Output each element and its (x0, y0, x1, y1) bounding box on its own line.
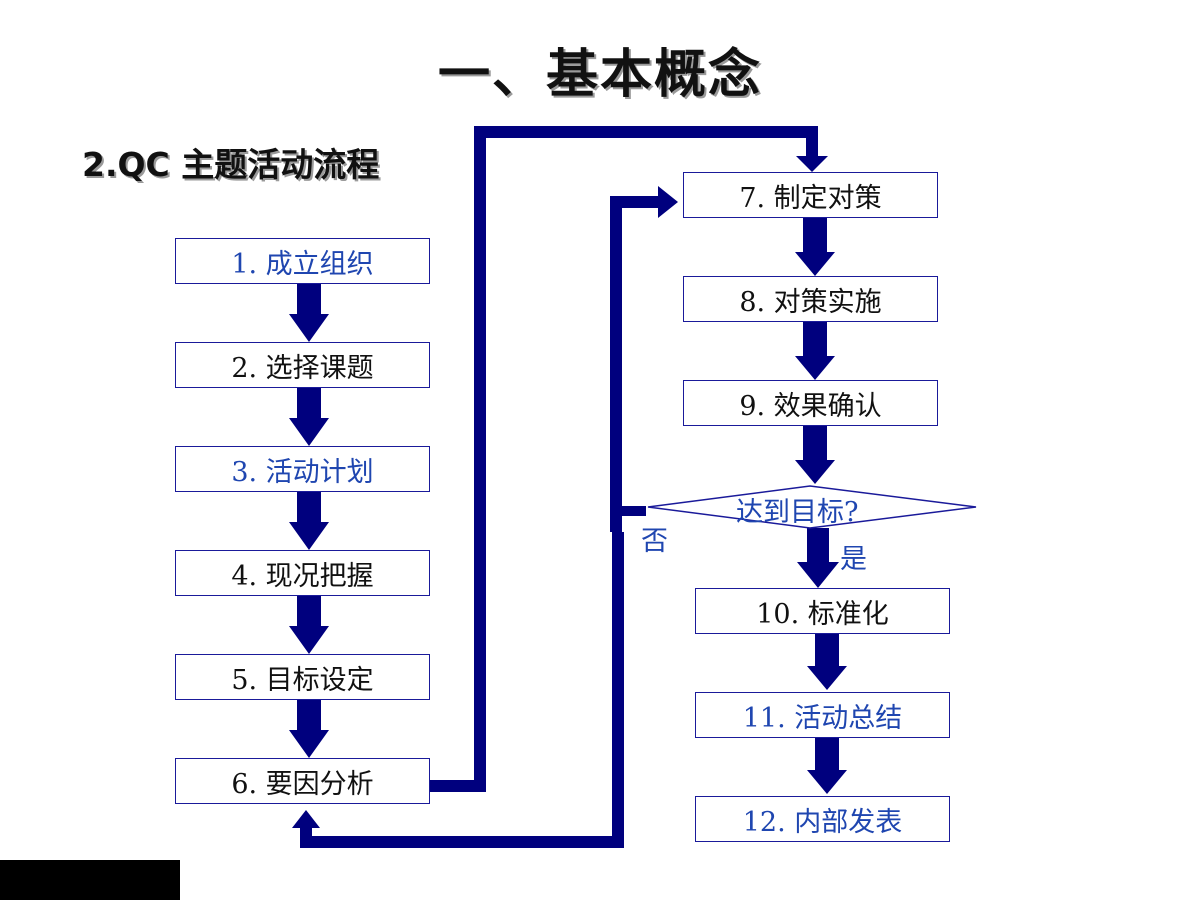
arrow-decision-no-to-7 (610, 186, 678, 532)
section-subtitle: 2.QC 主题活动流程 (82, 145, 380, 184)
step-10-box: 10. 标准化 (695, 588, 950, 634)
step-9-box: 9. 效果确认 (683, 380, 938, 426)
arrow-loop-to-6 (292, 532, 624, 848)
arrow-7-to-8 (795, 218, 835, 276)
arrow-6-to-7 (430, 126, 828, 792)
step-8-box: 8. 对策实施 (683, 276, 938, 322)
step-6-box: 6. 要因分析 (175, 758, 430, 804)
corner-black-block (0, 860, 180, 900)
step-5-box: 5. 目标设定 (175, 654, 430, 700)
arrow-1-to-2 (289, 284, 329, 342)
arrow-11-to-12 (807, 738, 847, 794)
step-11-box: 11. 活动总结 (695, 692, 950, 738)
arrow-8-to-9 (795, 322, 835, 380)
decision-yes-label: 是 (840, 544, 867, 575)
step-3-box: 3. 活动计划 (175, 446, 430, 492)
page-title: 一、基本概念 (437, 45, 762, 105)
decision-diamond (647, 485, 977, 529)
arrow-4-to-5 (289, 596, 329, 654)
arrow-10-to-11 (807, 634, 847, 690)
arrow-decision-yes (797, 528, 839, 588)
decision-no-label: 否 (641, 526, 668, 557)
step-2-box: 2. 选择课题 (175, 342, 430, 388)
arrow-3-to-4 (289, 492, 329, 550)
arrow-5-to-6 (289, 700, 329, 758)
step-4-box: 4. 现况把握 (175, 550, 430, 596)
arrow-9-to-decision (795, 426, 835, 484)
step-1-box: 1. 成立组织 (175, 238, 430, 284)
arrow-2-to-3 (289, 388, 329, 446)
decision-label: 达到目标? (736, 497, 859, 528)
step-7-box: 7. 制定对策 (683, 172, 938, 218)
step-12-box: 12. 内部发表 (695, 796, 950, 842)
